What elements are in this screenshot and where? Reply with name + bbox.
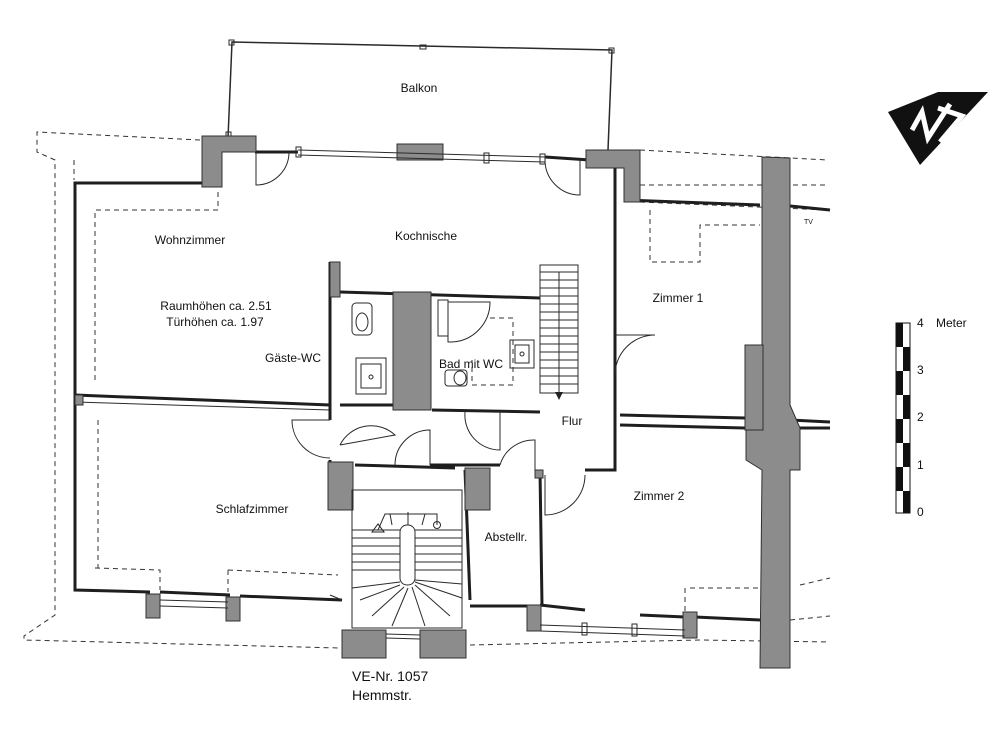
room-label-wohnzimmer: Wohnzimmer bbox=[155, 233, 225, 247]
room-label-zimmer2: Zimmer 2 bbox=[634, 489, 685, 503]
street-name: Hemmstr. bbox=[352, 687, 412, 703]
ve-number: VE-Nr. 1057 bbox=[352, 668, 428, 684]
caption: VE-Nr. 1057 Hemmstr. bbox=[352, 668, 428, 703]
sanitary-fixtures bbox=[351, 299, 535, 395]
room-labels: Balkon Kochnische Wohnzimmer Raumhöhen c… bbox=[155, 81, 814, 544]
flur-stairs bbox=[539, 264, 579, 400]
room-label-abstellraum: Abstellr. bbox=[485, 530, 528, 544]
room-label-gaeste-wc: Gäste-WC bbox=[265, 351, 321, 365]
scale-tick-3: 3 bbox=[917, 363, 924, 377]
room-label-kochnische: Kochnische bbox=[395, 229, 457, 243]
scale-unit: Meter bbox=[936, 316, 967, 330]
windows bbox=[159, 146, 686, 640]
room-label-zimmer1: Zimmer 1 bbox=[653, 291, 704, 305]
balcony bbox=[225, 39, 615, 151]
interior-dashes bbox=[94, 192, 760, 612]
wall-pillars bbox=[74, 135, 801, 669]
scale-tick-2: 2 bbox=[917, 410, 924, 424]
note-tuerhoehe: Türhöhen ca. 1.97 bbox=[166, 315, 264, 329]
note-raumhoehe: Raumhöhen ca. 2.51 bbox=[160, 299, 272, 313]
stairwell bbox=[351, 489, 463, 629]
door-swings bbox=[255, 151, 656, 516]
north-arrow-icon bbox=[888, 92, 988, 165]
scale-tick-4: 4 bbox=[917, 316, 924, 330]
note-tv: TV bbox=[804, 219, 813, 226]
room-label-balkon: Balkon bbox=[401, 81, 438, 95]
room-label-flur: Flur bbox=[562, 414, 583, 428]
scale-bar: 4 Meter 3 2 1 0 bbox=[895, 316, 967, 519]
room-label-bad: Bad mit WC bbox=[439, 357, 503, 371]
scale-tick-1: 1 bbox=[917, 458, 924, 472]
scale-tick-0: 0 bbox=[917, 505, 924, 519]
room-label-schlafzimmer: Schlafzimmer bbox=[216, 502, 289, 516]
